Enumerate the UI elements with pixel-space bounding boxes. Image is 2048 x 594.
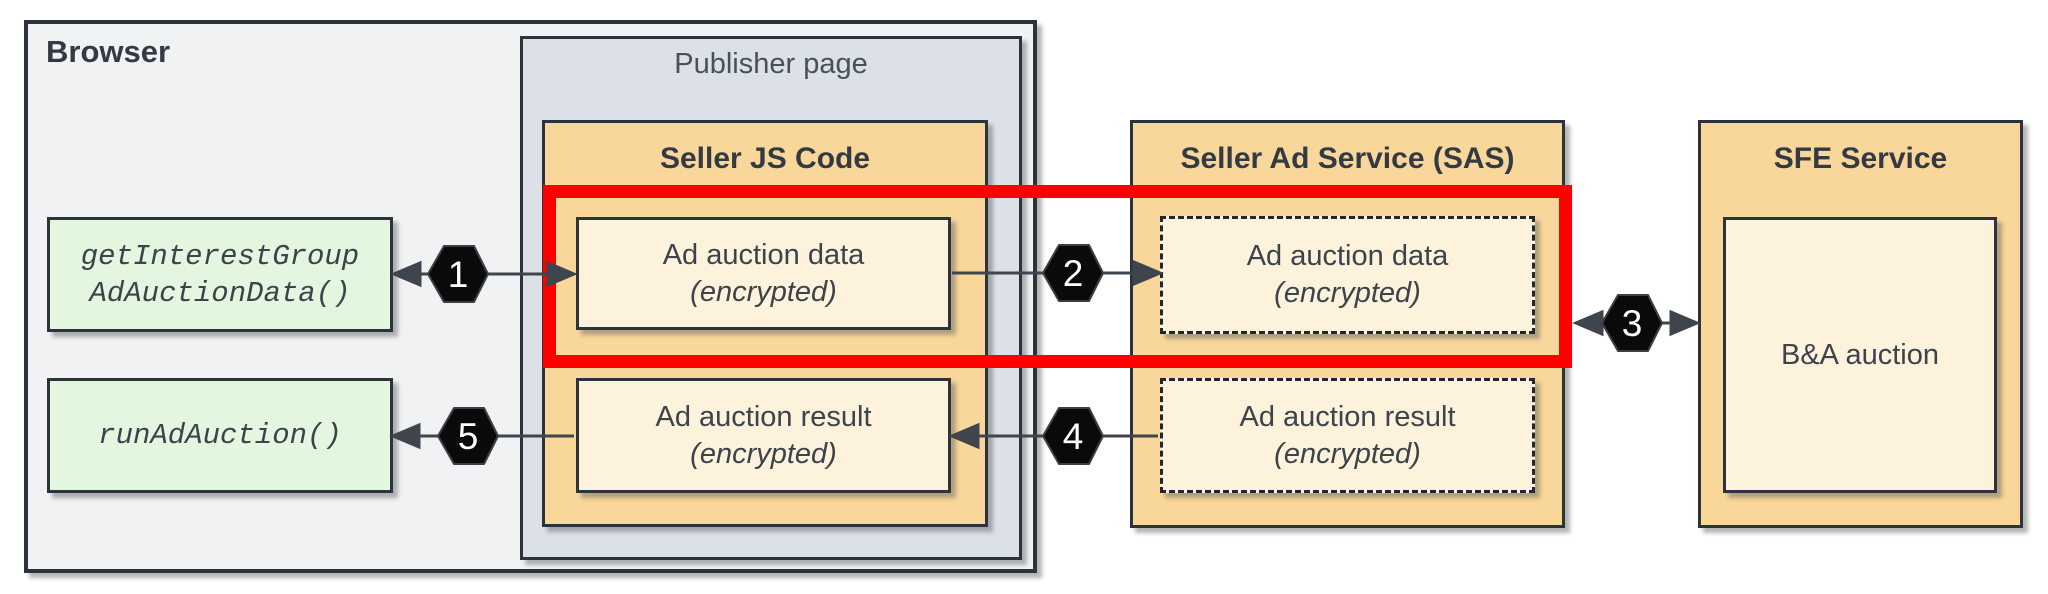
get-interest-group-ad-auction-data-box: getInterestGroup AdAuctionData()	[47, 217, 393, 332]
run-ad-auction-box: runAdAuction()	[47, 378, 393, 493]
seller-ad-service-label: Seller Ad Service (SAS)	[1180, 142, 1515, 175]
js-ad-auction-data-title: Ad auction data	[662, 238, 865, 271]
js-ad-auction-data-encrypted: (encrypted)	[690, 275, 837, 308]
get-interest-group-line1: getInterestGroup	[80, 239, 360, 273]
arrow-3-head-left	[1572, 309, 1604, 337]
sas-ad-auction-result-encrypted: (encrypted)	[1274, 437, 1421, 470]
step-3-number: 3	[1622, 303, 1643, 344]
ba-auction-label: B&A auction	[1781, 338, 1939, 371]
ba-auction-box: B&A auction	[1723, 217, 1997, 493]
step-4-hexagon	[1042, 407, 1104, 465]
highlight-red-rectangle	[543, 185, 1572, 368]
sas-ad-auction-data-encrypted: (encrypted)	[1274, 277, 1421, 309]
step-3-hexagon	[1601, 294, 1663, 352]
seller-js-code-label: Seller JS Code	[659, 142, 871, 175]
arrow-3-head-right	[1669, 309, 1701, 337]
step-4-number: 4	[1063, 416, 1084, 457]
sas-ad-auction-data-title: Ad auction data	[1246, 240, 1449, 272]
publisher-page-label: Publisher page	[674, 48, 868, 80]
js-ad-auction-result-title: Ad auction result	[655, 400, 872, 433]
js-ad-auction-data-box: Ad auction data (encrypted)	[576, 217, 951, 330]
js-ad-auction-result-encrypted: (encrypted)	[690, 437, 837, 470]
run-ad-auction-label: runAdAuction()	[98, 419, 342, 452]
sas-ad-auction-result-box: Ad auction result (encrypted)	[1160, 378, 1535, 493]
sas-ad-auction-result-title: Ad auction result	[1239, 400, 1456, 433]
sfe-service-label: SFE Service	[1773, 142, 1948, 175]
sas-ad-auction-data-box: Ad auction data (encrypted)	[1160, 216, 1535, 334]
js-ad-auction-result-box: Ad auction result (encrypted)	[576, 378, 951, 493]
get-interest-group-line2: AdAuctionData()	[89, 276, 351, 310]
browser-label: Browser	[46, 34, 171, 69]
